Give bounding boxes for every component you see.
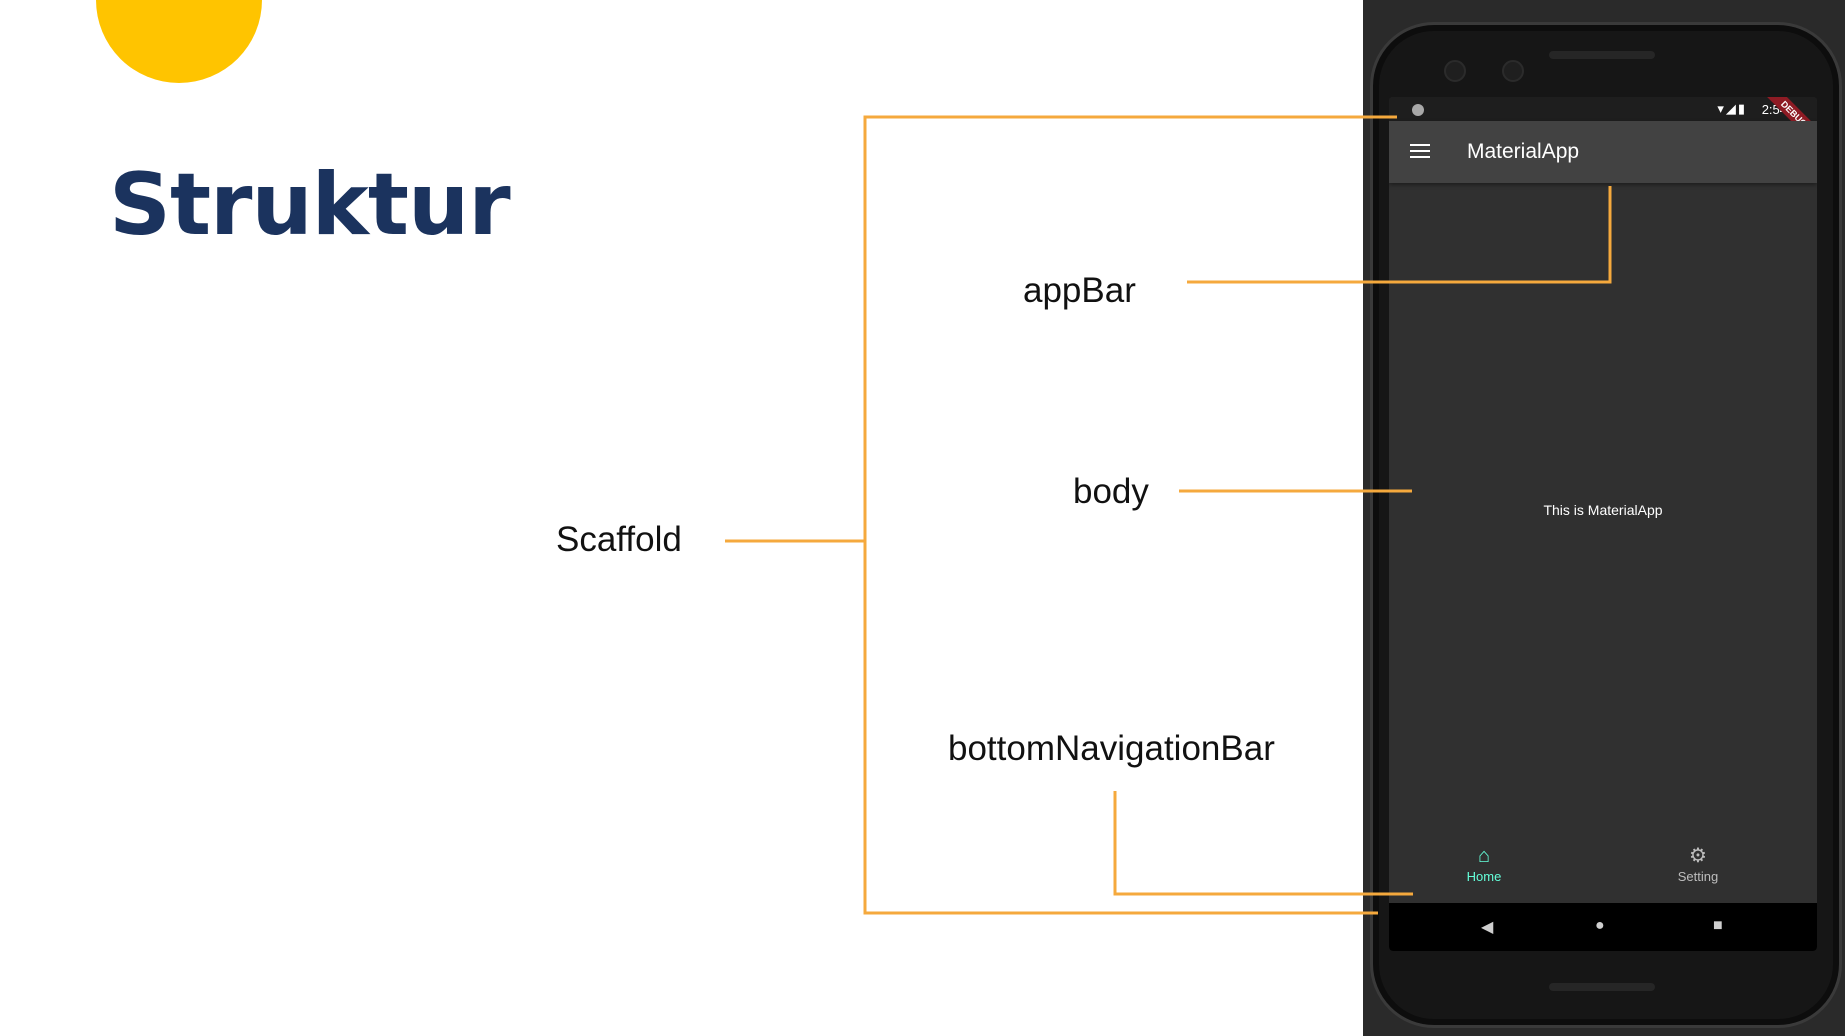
signal-battery-icons: ▾◢▮ <box>1717 101 1747 116</box>
home-circle-icon[interactable]: ● <box>1595 917 1605 934</box>
appbar-connector-line <box>1187 186 1612 284</box>
scaffold-bracket-line <box>863 115 1397 915</box>
body-text: This is MaterialApp <box>1543 502 1663 518</box>
back-icon[interactable]: ◀ <box>1481 919 1494 936</box>
nav-item-label: Home <box>1466 869 1502 884</box>
system-navigation-bar: ◀ ● ■ <box>1389 903 1817 951</box>
scaffold-label: Scaffold <box>556 520 682 559</box>
recents-icon[interactable]: ■ <box>1713 917 1723 934</box>
app-bar: MaterialApp <box>1389 121 1817 183</box>
front-camera-left <box>1444 60 1466 82</box>
app-bar-title: MaterialApp <box>1467 140 1580 163</box>
home-icon: ⌂ <box>1477 845 1491 867</box>
gear-icon: ⚙ <box>1689 845 1707 867</box>
status-bar: ▾◢▮ 2:54 DEBUG <box>1389 97 1817 151</box>
notification-dot-icon <box>1412 104 1424 116</box>
menu-icon[interactable] <box>1410 144 1430 158</box>
appbar-label: appBar <box>1023 271 1136 310</box>
nav-item-setting[interactable]: ⚙ Setting <box>1638 845 1758 884</box>
bottom-speaker <box>1549 983 1655 991</box>
bottomnav-connector-line <box>1113 791 1413 896</box>
nav-item-label: Setting <box>1677 869 1719 884</box>
nav-item-home[interactable]: ⌂ Home <box>1424 845 1544 884</box>
bottom-navigation-bar-label: bottomNavigationBar <box>948 729 1275 768</box>
body-label: body <box>1073 472 1149 511</box>
bottom-navigation-bar: ⌂ Home ⚙ Setting <box>1389 835 1817 903</box>
front-camera-right <box>1502 60 1524 82</box>
slide-title: Struktur <box>109 155 511 255</box>
phone-screen: ▾◢▮ 2:54 DEBUG MaterialApp This is Mater… <box>1389 97 1817 951</box>
top-speaker <box>1549 51 1655 59</box>
